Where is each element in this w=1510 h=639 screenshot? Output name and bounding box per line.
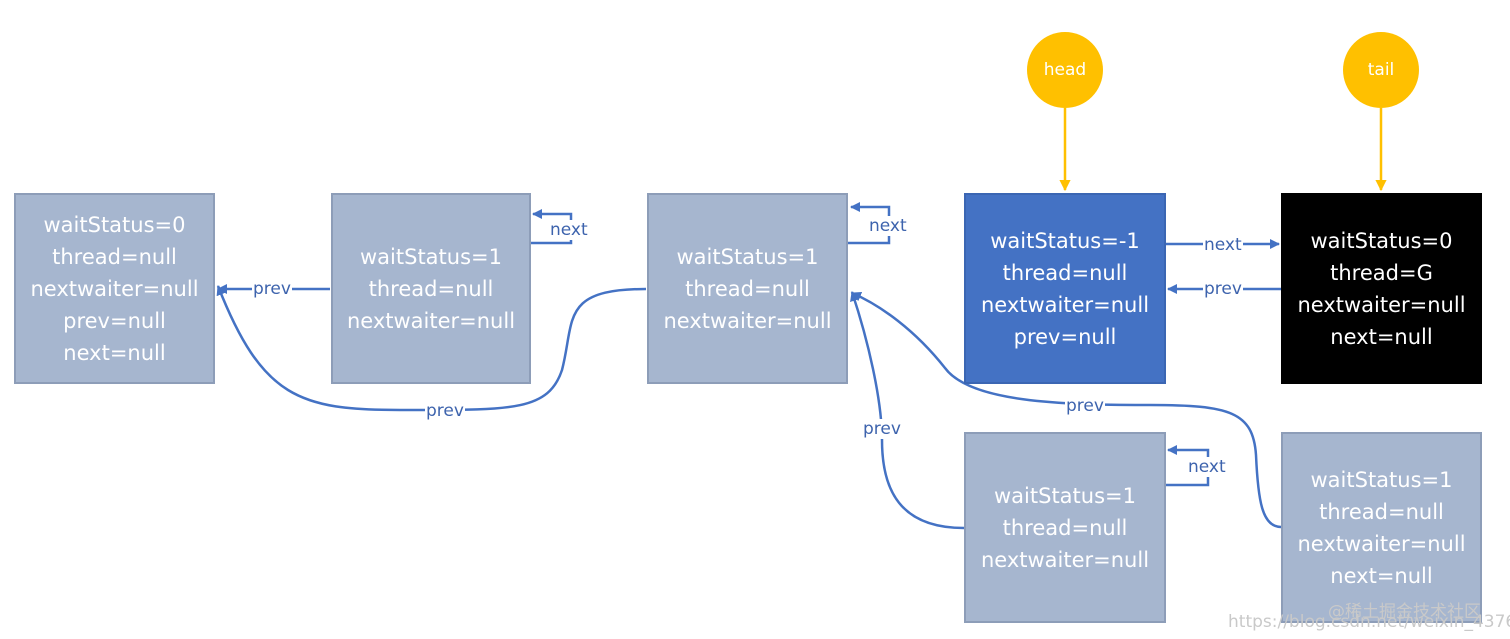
node-7-nextwaiter: nextwaiter=null — [1297, 531, 1466, 556]
tail-label: tail — [1367, 60, 1395, 80]
node-4-thread: thread=null — [1002, 260, 1128, 285]
node-4-nextwaiter: nextwaiter=null — [980, 292, 1150, 317]
node-3-nextwaiter: nextwaiter=null — [663, 308, 832, 333]
node-1-nextwaiter: nextwaiter=null — [30, 276, 199, 301]
label-n3-next: next — [868, 216, 908, 236]
node-7-thread: thread=null — [1319, 499, 1444, 524]
node-3-thread: thread=null — [685, 276, 810, 301]
label-n6-next: next — [1187, 457, 1227, 477]
node-2-nextwaiter: nextwaiter=null — [346, 308, 516, 333]
node-6-thread: thread=null — [1002, 515, 1128, 540]
node-1-next: next=null — [63, 340, 166, 365]
edge-n3-prev — [216, 285, 647, 412]
label-n5-prev: prev — [1203, 279, 1243, 299]
node-2-thread: thread=null — [368, 276, 494, 301]
node-1-wait-status: waitStatus=0 — [43, 212, 186, 237]
label-n2-next: next — [549, 220, 589, 240]
node-3-wait-status: waitStatus=1 — [676, 244, 819, 269]
head-pointer: head — [1027, 32, 1103, 108]
node-7-wait-status: waitStatus=1 — [1310, 467, 1453, 492]
label-n6-prev: prev — [862, 419, 902, 439]
node-5-next: next=null — [1330, 324, 1433, 349]
node-4-head: waitStatus=-1 thread=null nextwaiter=nul… — [964, 193, 1166, 384]
node-5-tail: waitStatus=0 thread=G nextwaiter=null ne… — [1281, 193, 1482, 384]
edge-n6-prev — [850, 291, 965, 530]
node-5-thread: thread=G — [1330, 260, 1433, 285]
node-5-wait-status: waitStatus=0 — [1310, 228, 1453, 253]
watermark-url: https://blog.csdn.net/weixin_43767015 — [1228, 612, 1510, 632]
node-5-nextwaiter: nextwaiter=null — [1297, 292, 1466, 317]
node-2-wait-status: waitStatus=1 — [360, 244, 502, 269]
node-2: waitStatus=1 thread=null nextwaiter=null — [331, 193, 531, 384]
label-n7-prev: prev — [1065, 396, 1105, 416]
label-n3-prev: prev — [425, 401, 465, 421]
watermark-site: @稀土掘金技术社区 — [1328, 602, 1481, 622]
node-7: waitStatus=1 thread=null nextwaiter=null… — [1281, 432, 1482, 623]
node-1: waitStatus=0 thread=null nextwaiter=null… — [14, 193, 215, 384]
node-4-wait-status: waitStatus=-1 — [990, 228, 1140, 253]
tail-pointer: tail — [1343, 32, 1419, 108]
node-6: waitStatus=1 thread=null nextwaiter=null — [964, 432, 1166, 623]
node-1-thread: thread=null — [52, 244, 177, 269]
node-7-next: next=null — [1330, 563, 1433, 588]
label-n2-prev: prev — [252, 279, 292, 299]
node-6-nextwaiter: nextwaiter=null — [980, 547, 1150, 572]
node-1-prev: prev=null — [63, 308, 166, 333]
label-n4-next: next — [1203, 235, 1243, 255]
edge-n7-prev — [851, 291, 1282, 529]
node-3: waitStatus=1 thread=null nextwaiter=null — [647, 193, 848, 384]
node-6-wait-status: waitStatus=1 — [994, 483, 1136, 508]
head-label: head — [1043, 60, 1087, 80]
node-4-prev: prev=null — [1013, 324, 1117, 349]
